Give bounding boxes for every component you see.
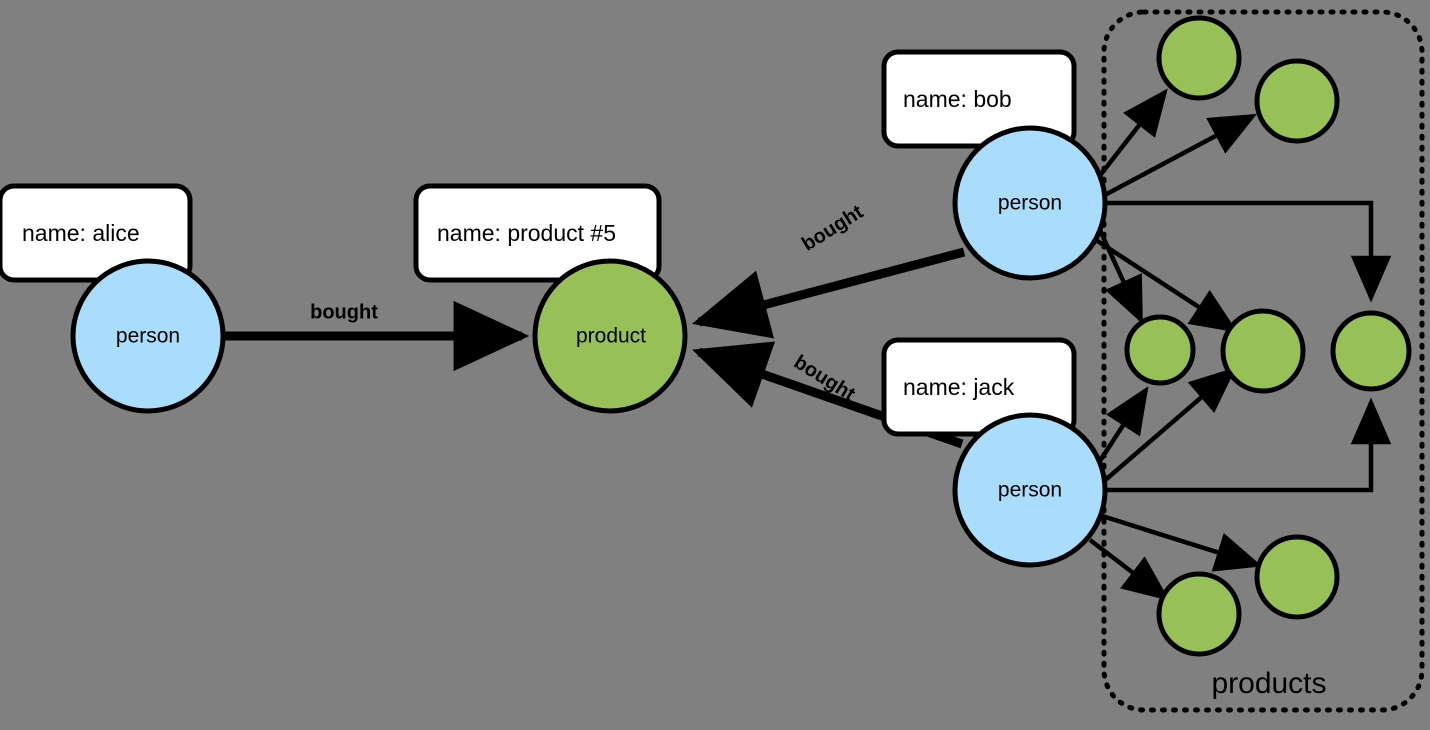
property-box-product5 — [413, 183, 662, 283]
products-group — [1101, 9, 1425, 713]
product-circle-p4[interactable] — [1220, 308, 1306, 394]
edge-bob-p4 — [1094, 238, 1238, 333]
node-bob[interactable] — [952, 125, 1108, 281]
node-label-product5: product — [576, 325, 646, 348]
product-circle-p7[interactable] — [1156, 571, 1242, 657]
edge-jack-p6 — [1098, 512, 1263, 572]
bob-product-edges — [1094, 88, 1392, 333]
products-group-label: products — [1211, 667, 1326, 700]
jack-product-edges — [1088, 367, 1392, 601]
edge-bob-p1 — [1096, 88, 1168, 180]
property-text-jack: name: jack — [903, 374, 1015, 400]
product-circle-p6[interactable] — [1254, 534, 1340, 620]
node-product5[interactable] — [532, 258, 688, 414]
property-text-alice: name: alice — [22, 220, 140, 246]
property-text-bob: name: bob — [903, 86, 1012, 112]
product-circle-p2[interactable] — [1254, 58, 1340, 144]
property-texts: name: alice name: product #5 name: bob n… — [22, 86, 1015, 400]
node-label-bob: person — [998, 192, 1062, 215]
edge-jack-p3 — [1096, 386, 1149, 466]
edge-bob-p2 — [1101, 113, 1257, 198]
product-circle-p3[interactable] — [1124, 314, 1196, 386]
node-label-jack: person — [998, 479, 1062, 502]
node-label-alice: person — [116, 325, 180, 348]
edge-bob-p3 — [1096, 227, 1144, 325]
product-circle-p5[interactable] — [1330, 310, 1412, 392]
node-jack[interactable] — [952, 412, 1108, 568]
products-group-border — [1101, 9, 1425, 713]
property-text-product5: name: product #5 — [437, 220, 616, 246]
edge-label-bob-bought: bought — [798, 201, 867, 256]
edge-jack-p7 — [1088, 538, 1170, 601]
property-boxes — [0, 49, 1077, 437]
edge-jack-p4 — [1101, 367, 1237, 484]
product-circle-p1[interactable] — [1156, 15, 1242, 101]
product-circles — [1124, 15, 1412, 657]
node-labels: person product person person — [116, 192, 1062, 502]
edge-bob-to-product — [692, 247, 966, 339]
main-nodes — [70, 125, 1108, 568]
edge-bob-p5 — [1105, 200, 1392, 303]
edge-label-alice-bought: bought — [310, 301, 378, 323]
edge-jack-p5 — [1105, 397, 1392, 493]
node-alice[interactable] — [70, 258, 226, 414]
